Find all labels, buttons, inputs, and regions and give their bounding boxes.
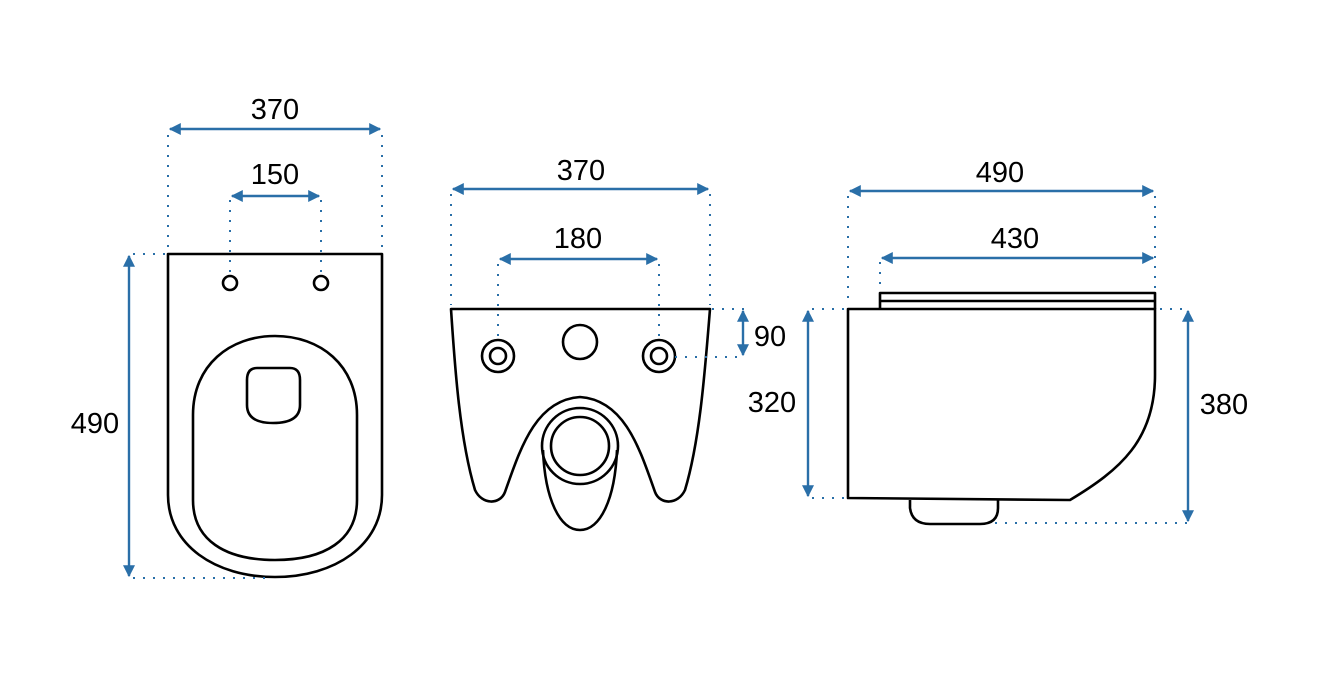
fixing-hole-right-inner bbox=[649, 346, 669, 366]
fixing-hole-right bbox=[641, 338, 677, 374]
side-foot bbox=[908, 500, 1000, 526]
drain-outlet-inner bbox=[549, 415, 611, 477]
dim-label-top-holes: 150 bbox=[251, 159, 299, 191]
dim-label-total-height: 380 bbox=[1200, 389, 1248, 421]
seat-outline bbox=[191, 334, 359, 562]
drain-pipe bbox=[541, 449, 619, 532]
dim-label-body-height: 320 bbox=[748, 387, 796, 419]
drain-outlet bbox=[540, 406, 620, 486]
top-view: 370 150 490 bbox=[71, 94, 384, 579]
fixing-hole-left-inner bbox=[488, 346, 508, 366]
seat-lid bbox=[878, 291, 1157, 309]
dim-label-side-depth: 490 bbox=[976, 157, 1024, 189]
side-outline bbox=[846, 307, 1157, 502]
dim-label-top-width: 370 bbox=[251, 94, 299, 126]
side-view: 490 430 320 380 bbox=[748, 157, 1248, 526]
water-inlet bbox=[561, 323, 599, 361]
mounting-hole-left bbox=[221, 274, 239, 292]
back-outline bbox=[449, 307, 712, 503]
seat-hinge bbox=[245, 366, 302, 425]
dim-label-back-holes: 180 bbox=[554, 223, 602, 255]
dim-label-back-hole-height: 90 bbox=[754, 321, 786, 353]
dim-label-back-width: 370 bbox=[557, 155, 605, 187]
back-view: 370 180 90 bbox=[449, 155, 786, 532]
dim-label-top-depth: 490 bbox=[71, 408, 119, 440]
bowl-outline bbox=[166, 252, 384, 579]
dim-label-seat-depth: 430 bbox=[991, 223, 1039, 255]
fixing-hole-left bbox=[480, 338, 516, 374]
mounting-hole-right bbox=[312, 274, 330, 292]
